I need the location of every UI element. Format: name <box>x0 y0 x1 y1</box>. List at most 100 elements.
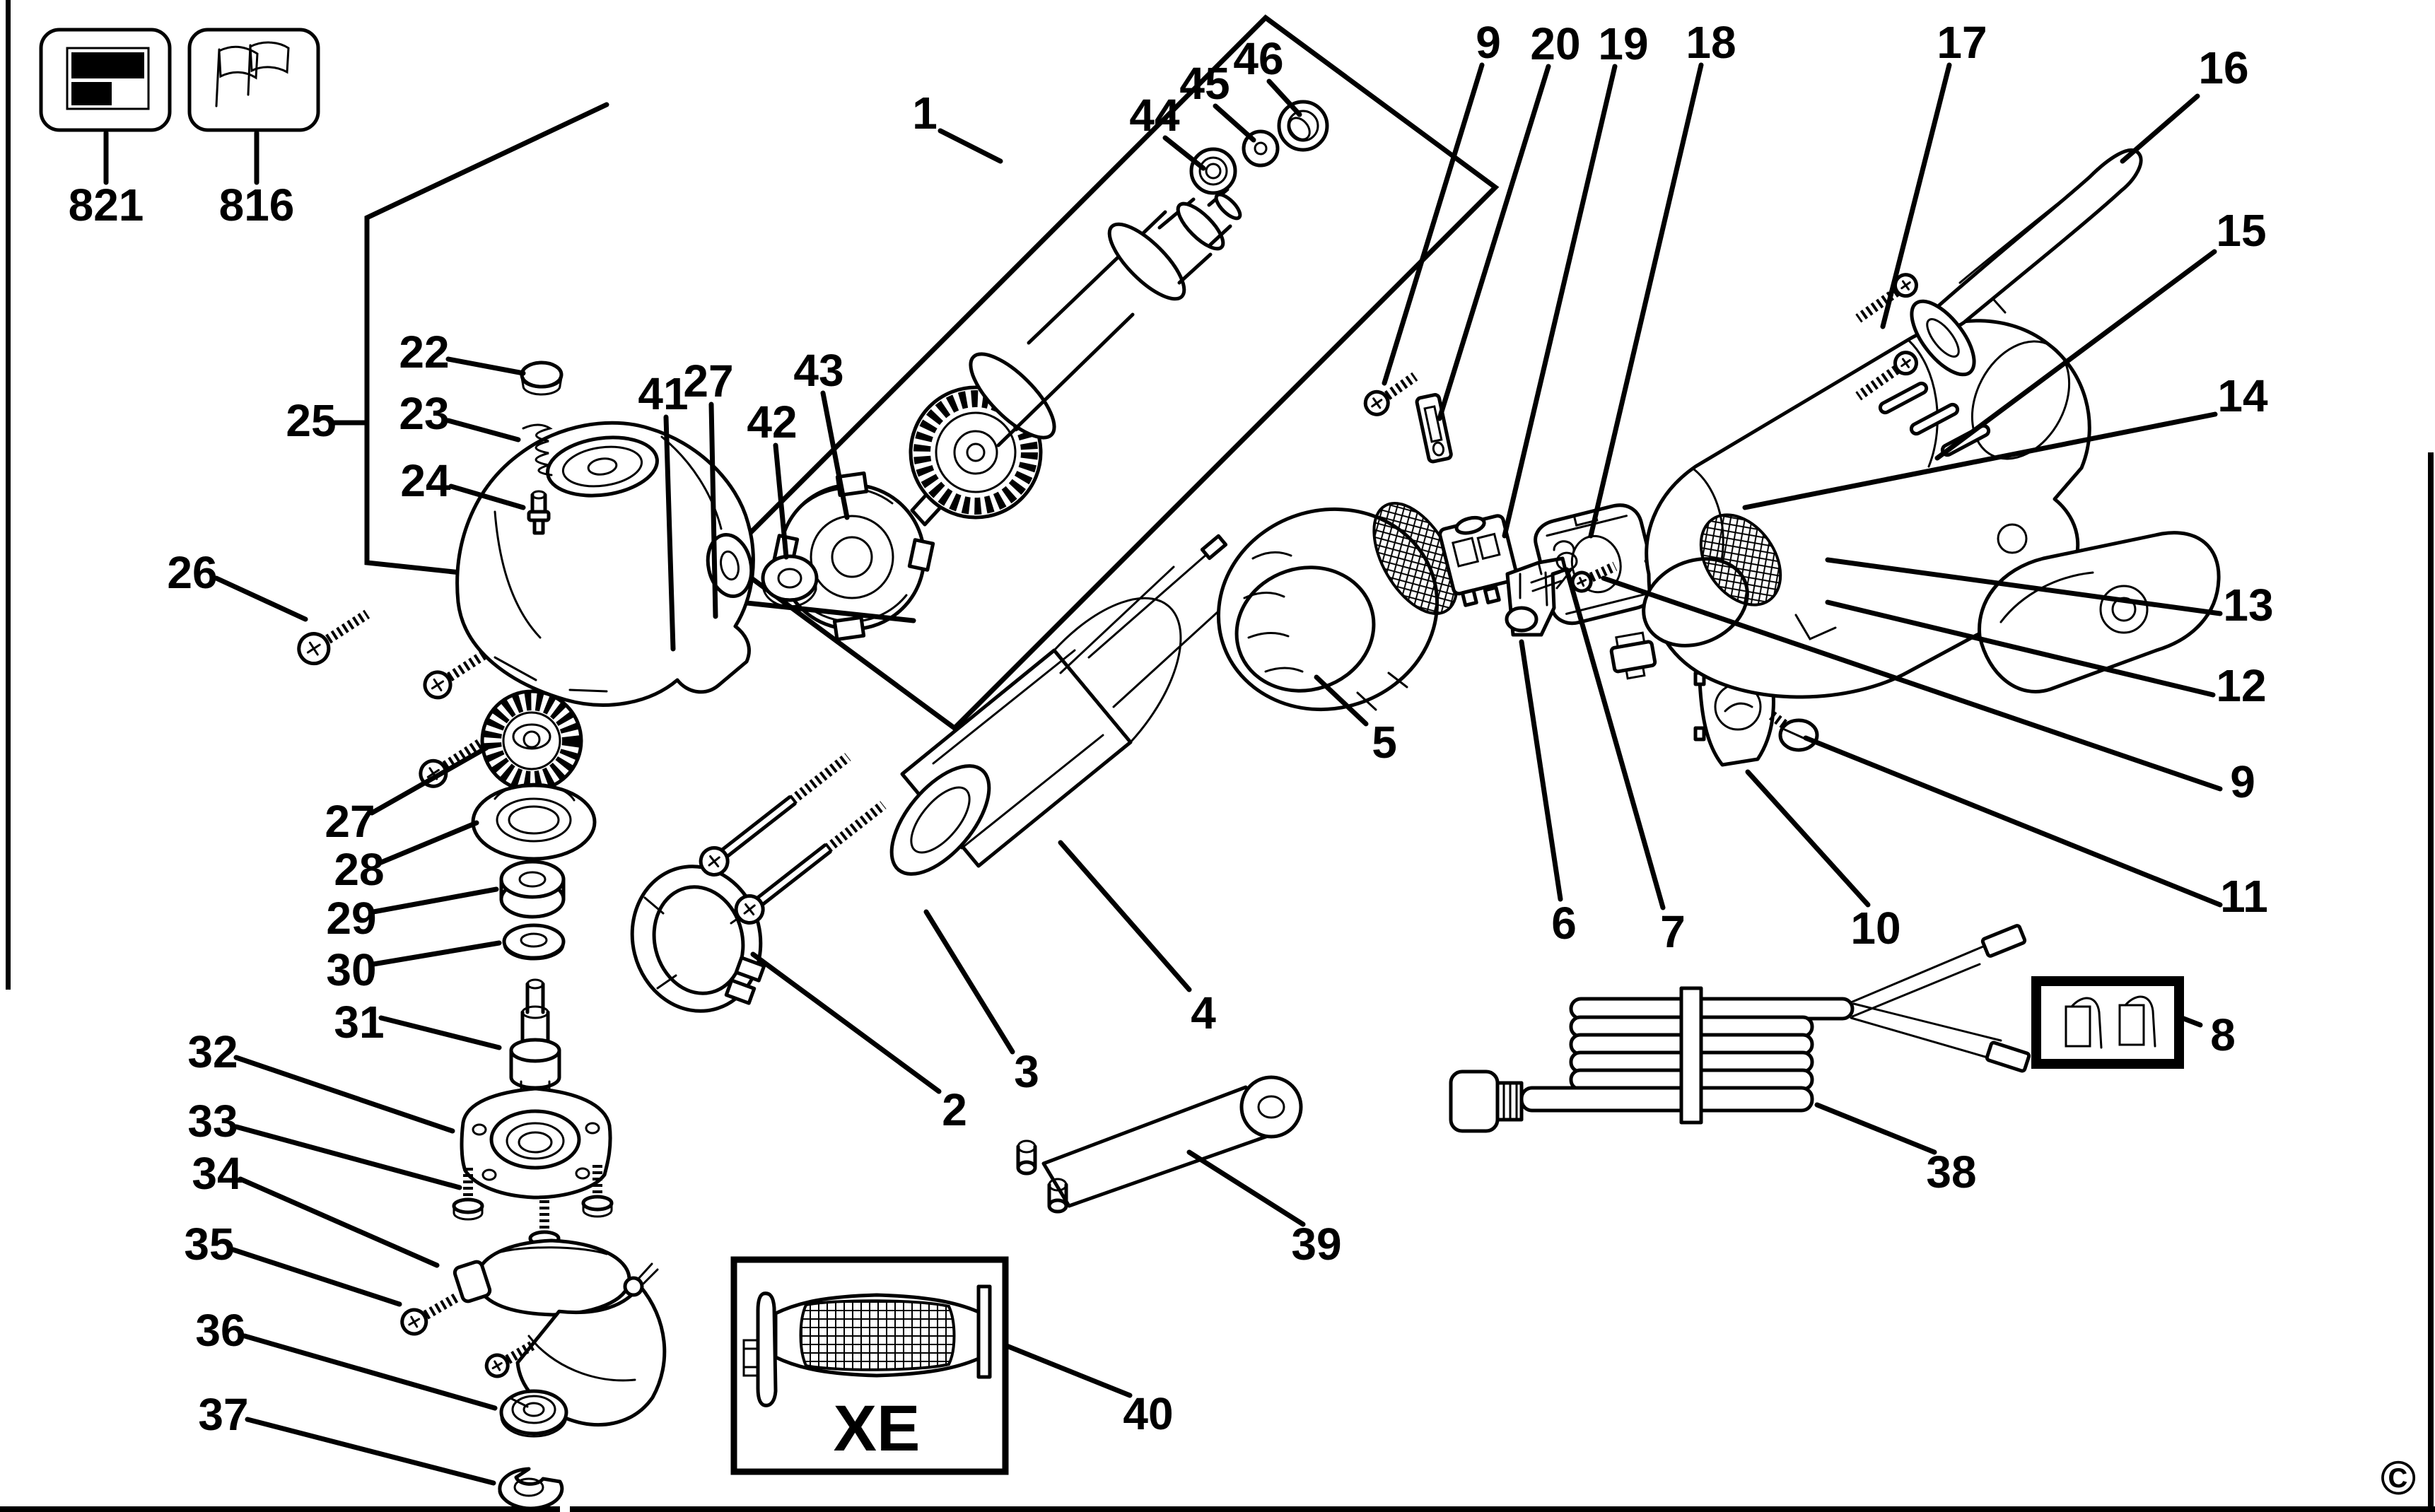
callout-leader-28 <box>378 820 479 865</box>
bearing-36 <box>499 1389 568 1438</box>
callout-leader-32 <box>233 1055 455 1134</box>
lock-spring-23 <box>522 423 553 476</box>
callout-label-816: 816 <box>219 180 295 230</box>
callout-label-36: 36 <box>195 1305 245 1356</box>
callout-label-22: 22 <box>399 327 449 377</box>
callout-label-26: 26 <box>167 547 217 598</box>
callout-label-12: 12 <box>2216 660 2266 711</box>
callout-leader-26 <box>214 575 308 622</box>
callout-label-30: 30 <box>326 944 376 995</box>
callout-label-9: 9 <box>2230 756 2255 807</box>
callout-label-43: 43 <box>793 345 843 396</box>
callout-label-27: 27 <box>325 796 375 847</box>
callout-leader-27 <box>708 402 718 619</box>
callout-label-4: 4 <box>1191 988 1216 1038</box>
motor-housing-15 <box>1642 319 2091 699</box>
callout-label-11: 11 <box>2220 871 2268 922</box>
lock-button-22 <box>520 361 564 396</box>
callout-label-3: 3 <box>1014 1046 1039 1097</box>
callout-leader-38 <box>1814 1102 1937 1155</box>
callout-leader-1 <box>938 128 1003 164</box>
callout-label-27: 27 <box>683 356 733 406</box>
callout-leader-3 <box>923 909 1015 1055</box>
callout-label-1: 1 <box>912 88 938 139</box>
callout-leader-9 <box>1601 575 2223 792</box>
callout-leader-7 <box>1564 567 1666 910</box>
callout-label-44: 44 <box>1129 90 1180 141</box>
flange-plate-32 <box>460 1086 612 1200</box>
callout-leader-43 <box>820 390 850 520</box>
armature-assembly-box <box>720 14 1500 732</box>
callout-label-23: 23 <box>399 388 449 439</box>
callout-leader-30 <box>370 940 502 967</box>
callout-label-35: 35 <box>184 1219 234 1270</box>
felt-ring-42 <box>761 554 819 608</box>
callout-label-46: 46 <box>1233 33 1283 84</box>
armature-assembly <box>761 100 1329 642</box>
callout-label-34: 34 <box>192 1148 243 1199</box>
callout-leader-18 <box>1588 62 1704 539</box>
callout-leader-45 <box>1213 103 1256 143</box>
callout-label-20: 20 <box>1530 18 1580 69</box>
service-box-816 <box>187 28 320 132</box>
armature-fan <box>909 385 1043 520</box>
fan-baffle-43 <box>771 471 935 642</box>
slide-plate-20 <box>1415 393 1453 464</box>
callout-leader-37 <box>245 1417 496 1486</box>
guard-screw-35 <box>400 1292 460 1336</box>
callout-leader-23 <box>445 418 521 443</box>
callout-label-15: 15 <box>2216 205 2266 256</box>
service-box-821 <box>39 28 172 132</box>
wrench-pin <box>1016 1139 1037 1176</box>
flags-icon <box>215 41 290 107</box>
spanner-wrench-39 <box>1016 1075 1303 1214</box>
callout-label-39: 39 <box>1291 1219 1341 1270</box>
callout-label-19: 19 <box>1598 18 1648 69</box>
callout-leader-10 <box>1745 769 1871 908</box>
callout-label-38: 38 <box>1926 1147 1976 1197</box>
side-handle-16 <box>1910 148 2143 377</box>
callout-label-25: 25 <box>286 395 336 446</box>
brush-box-8 <box>2031 976 2184 1069</box>
callout-leader-13 <box>1825 557 2223 616</box>
field-case-5 <box>1216 502 1459 712</box>
callout-label-40: 40 <box>1123 1388 1173 1439</box>
screw-9-top <box>1363 372 1418 416</box>
callout-label-42: 42 <box>747 397 797 447</box>
thumb-screw-11 <box>1768 711 1819 752</box>
callout-label-18: 18 <box>1686 17 1736 68</box>
callout-leader-12 <box>1825 599 2216 698</box>
callout-leader-36 <box>242 1333 498 1411</box>
callout-label-37: 37 <box>198 1389 248 1440</box>
carbon-brush <box>2065 997 2103 1049</box>
clamp-ring-2 <box>630 865 766 1013</box>
callout-leader-6 <box>1519 639 1563 902</box>
callout-leader-4 <box>1058 840 1192 992</box>
callout-leader-22 <box>445 356 526 376</box>
field-stator-4 <box>889 534 1251 876</box>
armature-core <box>969 187 1242 447</box>
callout-leader-35 <box>230 1247 402 1307</box>
callout-label-29: 29 <box>326 893 376 944</box>
callout-label-33: 33 <box>187 1096 238 1147</box>
field-screws-3 <box>699 753 887 925</box>
callout-leader-29 <box>370 886 499 915</box>
callout-leader-5 <box>1314 674 1369 727</box>
callout-label-41: 41 <box>638 368 688 419</box>
armature-pinion <box>910 493 942 527</box>
callout-leader-24 <box>448 484 526 510</box>
callout-leader-27 <box>369 745 489 816</box>
callout-leader-2 <box>750 951 942 1094</box>
callout-label-8: 8 <box>2210 1009 2236 1060</box>
callout-label-821: 821 <box>69 180 144 230</box>
switch-19 <box>1438 514 1519 607</box>
callout-label-13: 13 <box>2223 580 2273 631</box>
power-cord-38 <box>1449 924 2031 1133</box>
wrench-pin <box>1047 1178 1068 1214</box>
callout-label-28: 28 <box>334 844 384 895</box>
callout-leader-34 <box>238 1176 440 1268</box>
callout-label-17: 17 <box>1937 17 1987 68</box>
